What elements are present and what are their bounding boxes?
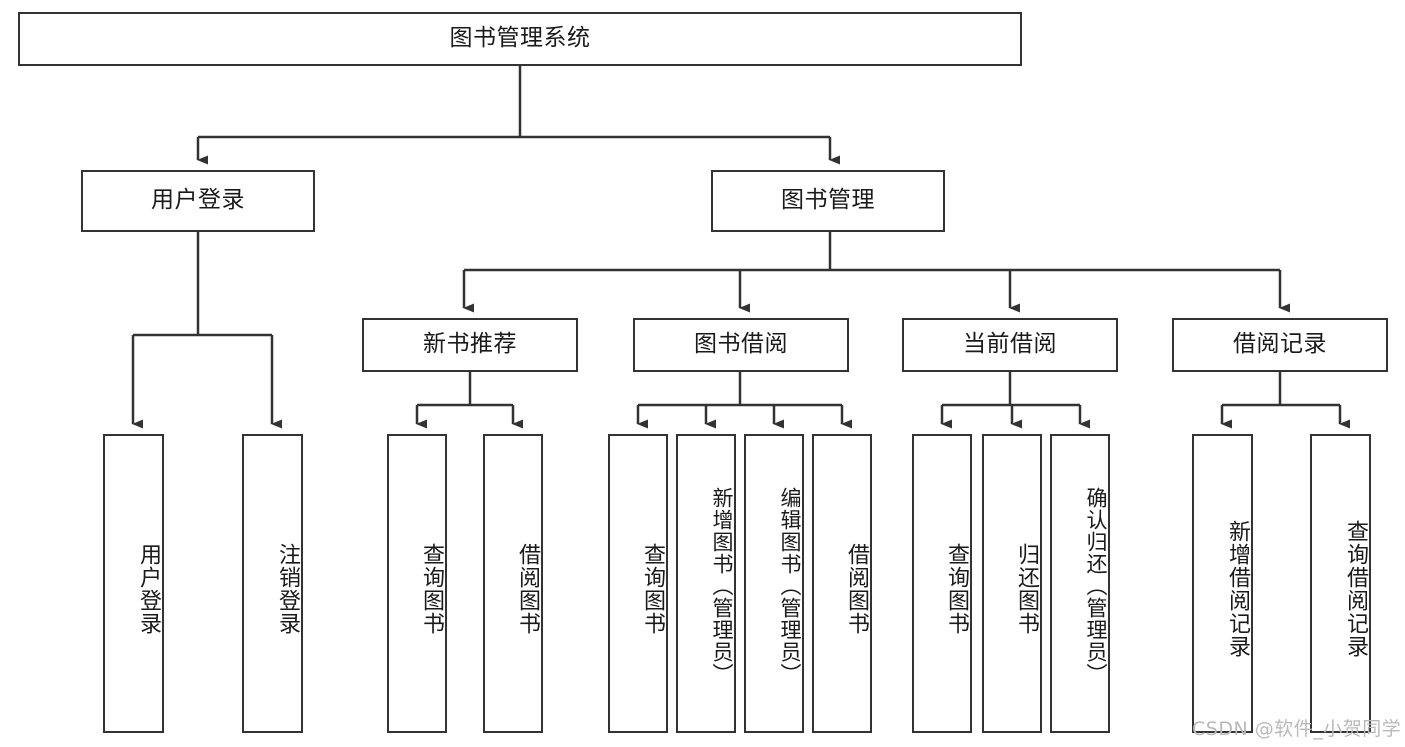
node-leaf-add-borrow-record[interactable]: 新增借阅记录: [1192, 434, 1253, 733]
node-label: 用户登录: [136, 542, 161, 635]
node-user-login[interactable]: 用户登录: [81, 170, 315, 232]
node-label: 新增借阅记录: [1225, 519, 1250, 658]
node-book-borrow[interactable]: 图书借阅: [633, 318, 849, 372]
node-label: 借阅图书: [844, 542, 869, 635]
node-leaf-borrow-book-2[interactable]: 借阅图书: [812, 434, 872, 733]
node-label: 查询图书: [944, 542, 969, 635]
node-leaf-borrow-book-1[interactable]: 借阅图书: [483, 434, 543, 733]
node-current-borrow[interactable]: 当前借阅: [902, 318, 1118, 372]
node-leaf-query-book-2[interactable]: 查询图书: [608, 434, 668, 733]
node-leaf-query-book-1[interactable]: 查询图书: [387, 434, 447, 733]
node-label: 用户登录: [151, 187, 245, 214]
node-label: 当前借阅: [963, 331, 1057, 358]
node-label: 新书推荐: [423, 331, 517, 358]
node-leaf-user-login[interactable]: 用户登录: [103, 434, 164, 733]
node-label: 编辑图书（管理员）: [778, 486, 802, 685]
node-label: 图书管理: [781, 187, 875, 214]
node-label: 注销登录: [275, 542, 300, 635]
node-label: 图书借阅: [694, 331, 788, 358]
node-leaf-add-book-admin[interactable]: 新增图书（管理员）: [676, 434, 736, 733]
node-label: 归还图书: [1014, 542, 1039, 635]
node-book-manage[interactable]: 图书管理: [711, 170, 945, 232]
node-leaf-query-borrow-record[interactable]: 查询借阅记录: [1310, 434, 1371, 733]
node-label: 查询借阅记录: [1343, 519, 1368, 658]
node-label: 新增图书（管理员）: [710, 486, 734, 685]
node-label: 确认归还（管理员）: [1084, 486, 1108, 685]
node-label: 图书管理系统: [449, 25, 591, 52]
node-leaf-query-book-3[interactable]: 查询图书: [912, 434, 972, 733]
node-leaf-return-book[interactable]: 归还图书: [982, 434, 1042, 733]
node-root-图书管理系统[interactable]: 图书管理系统: [18, 12, 1022, 66]
node-leaf-edit-book-admin[interactable]: 编辑图书（管理员）: [744, 434, 804, 733]
node-label: 借阅记录: [1233, 331, 1327, 358]
node-leaf-user-logout[interactable]: 注销登录: [242, 434, 303, 733]
node-label: 借阅图书: [515, 542, 540, 635]
node-new-book-recommend[interactable]: 新书推荐: [362, 318, 578, 372]
watermark-csdn: CSDN @软件_小贺同学: [1192, 718, 1402, 740]
node-label: 查询图书: [640, 542, 665, 635]
node-leaf-confirm-return-admin[interactable]: 确认归还（管理员）: [1050, 434, 1110, 733]
node-borrow-record[interactable]: 借阅记录: [1172, 318, 1388, 372]
node-label: 查询图书: [419, 542, 444, 635]
